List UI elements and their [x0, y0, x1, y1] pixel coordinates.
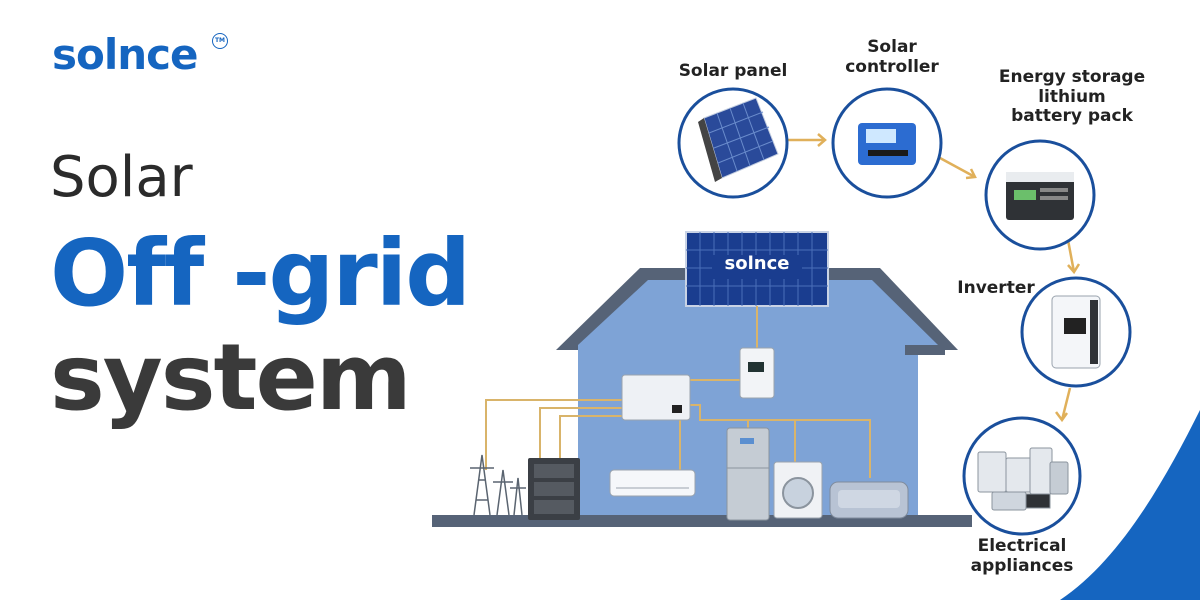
- brand-logo: solnce: [52, 30, 199, 79]
- controller-device: [621, 374, 691, 421]
- power-towers: [470, 454, 526, 516]
- roof-solar-panel: [685, 231, 829, 307]
- headline-line-3: system: [50, 324, 412, 431]
- label-solar-panel: Solar panel: [678, 61, 788, 81]
- appliances-icon: [977, 447, 1069, 511]
- washing-machine: [773, 461, 823, 519]
- inverter-device: [739, 347, 775, 399]
- flow-arrows: [788, 133, 1081, 423]
- battery-icon: [1006, 172, 1074, 220]
- label-inverter: Inverter: [957, 278, 1035, 298]
- headline-line-2: Off -grid: [50, 220, 471, 327]
- label-battery: Energy storage lithium battery pack: [998, 67, 1146, 127]
- fridge: [726, 427, 770, 521]
- label-appliances: Electrical appliances: [970, 536, 1074, 576]
- corner-wedge: [1060, 410, 1200, 600]
- trademark-badge: TM: [212, 33, 228, 49]
- label-solar-controller: Solar controller: [845, 37, 939, 77]
- wiring: [485, 306, 871, 478]
- solar-panel-icon: [698, 97, 779, 182]
- air-conditioner: [609, 469, 696, 497]
- controller-icon: [858, 123, 916, 165]
- battery-stack: [528, 458, 580, 520]
- sofa: [829, 481, 909, 519]
- headline-line-1: Solar: [50, 145, 193, 210]
- inverter-icon: [1051, 295, 1101, 369]
- panel-logo: solnce: [724, 253, 790, 274]
